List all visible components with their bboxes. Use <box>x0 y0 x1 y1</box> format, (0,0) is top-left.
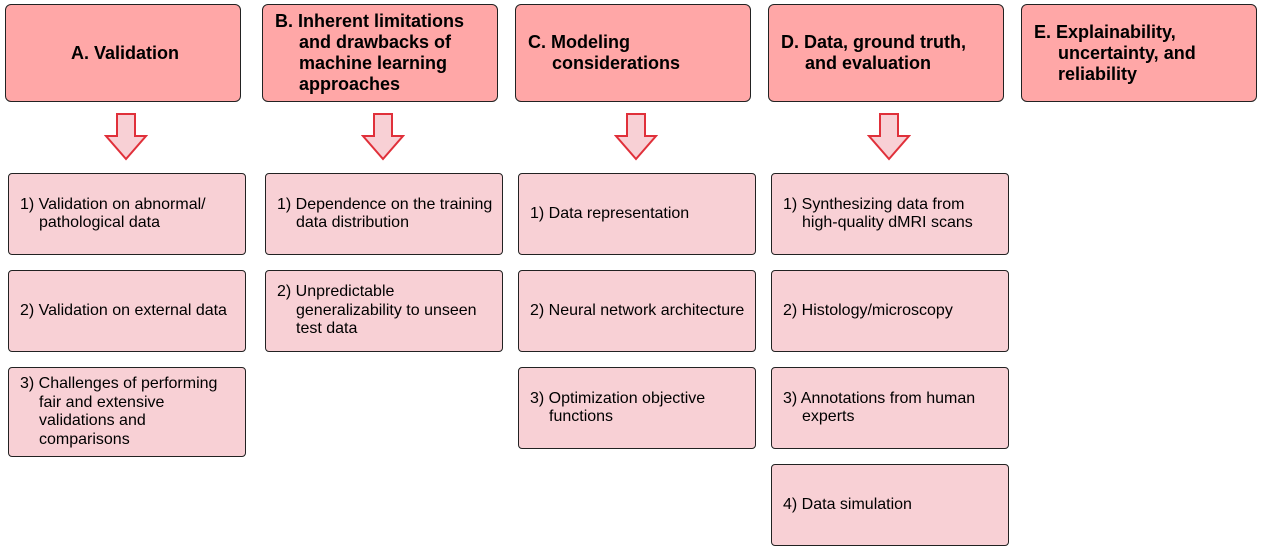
header-title: A. Validation <box>70 42 180 63</box>
item-text: 1) Dependence on the training data distr… <box>277 195 493 232</box>
item-text: 4) Data simulation <box>783 495 912 513</box>
item-text: 3) Optimization objective functions <box>530 389 706 426</box>
header-title: C. Modeling considerations <box>528 32 681 73</box>
item-data-annotations: 3) Annotations from human experts <box>771 367 1009 449</box>
item-modeling-architecture: 2) Neural network architecture <box>518 270 756 352</box>
header-title: B. Inherent limitations and drawbacks of… <box>275 11 465 94</box>
item-modeling-representation: 1) Data representation <box>518 173 756 255</box>
item-modeling-objectives: 3) Optimization objective functions <box>518 367 756 449</box>
header-validation: A. Validation <box>5 4 241 102</box>
item-validation-abnormal: 1) Validation on abnormal/ pathological … <box>8 173 246 255</box>
item-text: 2) Unpredictable generalizability to uns… <box>277 283 477 338</box>
item-text: 3) Challenges of performing fair and ext… <box>20 375 218 448</box>
item-text: 2) Validation on external data <box>20 301 227 319</box>
item-limitations-generalizability: 2) Unpredictable generalizability to uns… <box>265 270 503 352</box>
item-limitations-dependence: 1) Dependence on the training data distr… <box>265 173 503 255</box>
item-data-simulation: 4) Data simulation <box>771 464 1009 546</box>
header-title: D. Data, ground truth, and evaluation <box>781 32 966 73</box>
item-data-histology: 2) Histology/microscopy <box>771 270 1009 352</box>
item-validation-challenges: 3) Challenges of performing fair and ext… <box>8 367 246 457</box>
header-data-ground-truth: D. Data, ground truth, and evaluation <box>768 4 1004 102</box>
item-validation-external: 2) Validation on external data <box>8 270 246 352</box>
item-text: 2) Neural network architecture <box>530 301 745 319</box>
item-text: 3) Annotations from human experts <box>783 389 976 426</box>
header-modeling: C. Modeling considerations <box>515 4 751 102</box>
down-arrow-icon <box>867 113 911 161</box>
down-arrow-icon <box>614 113 658 161</box>
header-explainability: E. Explainability, uncertainty, and reli… <box>1021 4 1257 102</box>
item-data-synthesizing: 1) Synthesizing data from high-quality d… <box>771 173 1009 255</box>
down-arrow-icon <box>104 113 148 161</box>
item-text: 1) Synthesizing data from high-quality d… <box>783 195 973 232</box>
header-limitations: B. Inherent limitations and drawbacks of… <box>262 4 498 102</box>
item-text: 2) Histology/microscopy <box>783 301 953 319</box>
down-arrow-icon <box>361 113 405 161</box>
header-title: E. Explainability, uncertainty, and reli… <box>1034 21 1196 84</box>
item-text: 1) Validation on abnormal/ pathological … <box>20 195 206 232</box>
item-text: 1) Data representation <box>530 204 690 222</box>
